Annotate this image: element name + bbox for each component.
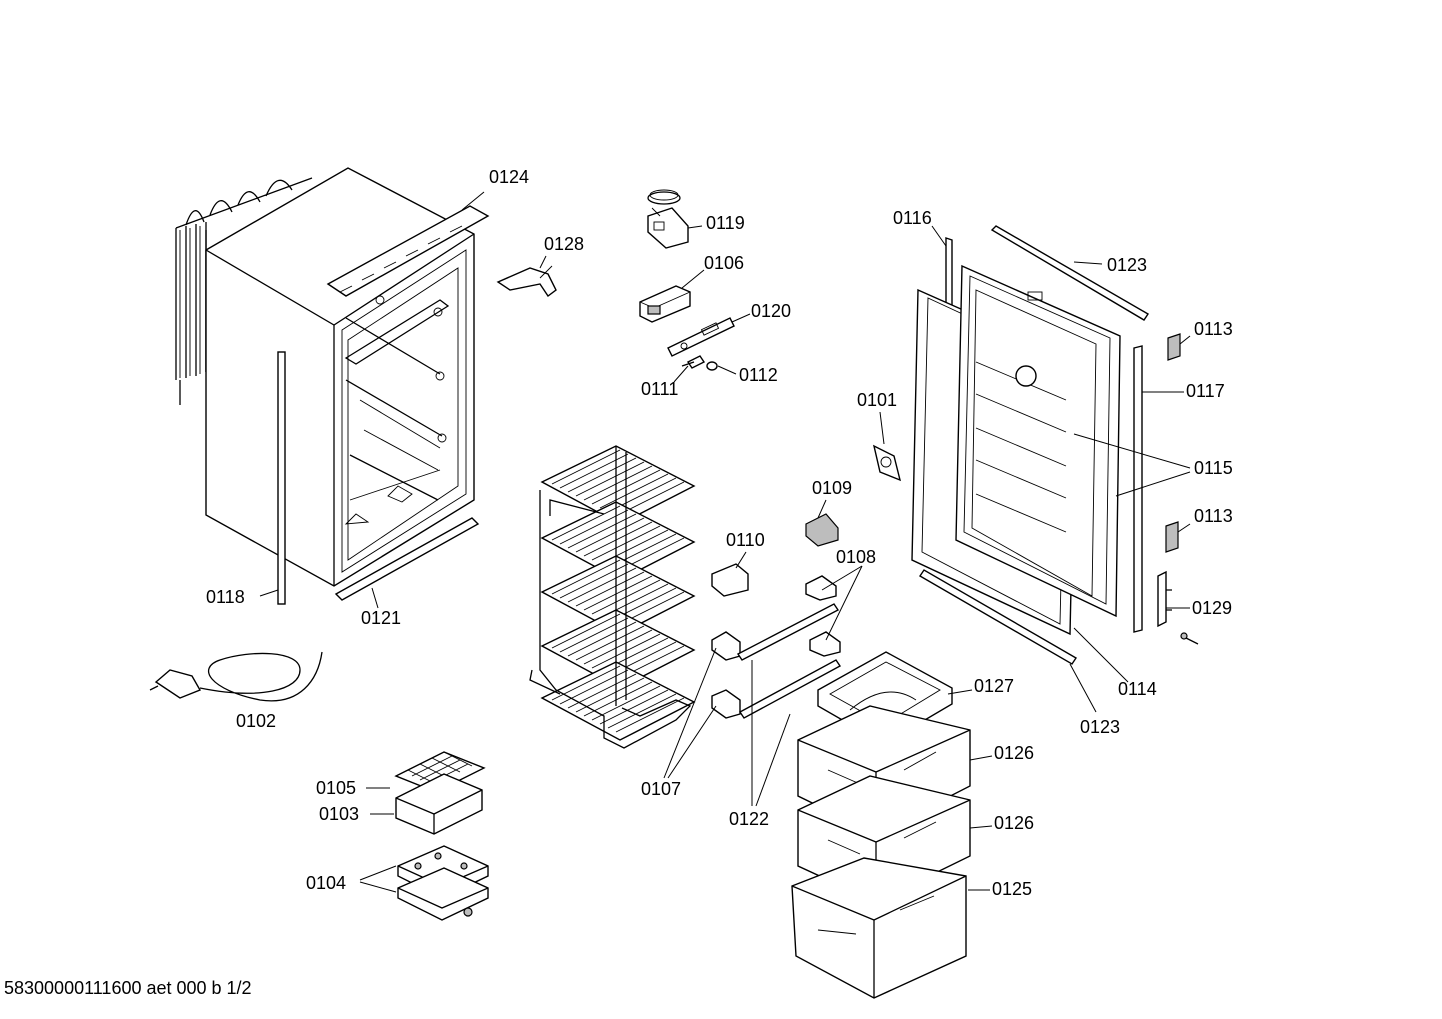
leader-lines — [259, 191, 1191, 893]
document-footer: 58300000111600 aet 000 b 1/2 — [4, 978, 252, 998]
label-0112: 0112 — [739, 365, 778, 385]
evaporator-shelves — [529, 445, 696, 749]
label-0105: 0105 — [316, 778, 356, 798]
door-assembly — [872, 225, 1199, 665]
label-0107: 0107 — [641, 779, 681, 799]
drawer-0125 — [791, 857, 967, 999]
condenser-coil — [175, 177, 313, 405]
label-0128: 0128 — [544, 234, 584, 254]
bracket-0128 — [496, 265, 557, 298]
label-0119: 0119 — [706, 213, 745, 233]
label-0125: 0125 — [992, 879, 1032, 899]
drawers — [791, 651, 971, 999]
label-0123-bottom: 0123 — [1080, 717, 1120, 737]
label-0108: 0108 — [836, 547, 876, 567]
label-0113-bottom: 0113 — [1194, 506, 1233, 526]
label-0102: 0102 — [236, 711, 276, 731]
cabinet-body — [175, 167, 490, 605]
label-0110: 0110 — [726, 530, 765, 550]
shelf-supports — [711, 513, 842, 719]
label-0115: 0115 — [1194, 458, 1233, 478]
label-0113-top: 0113 — [1194, 319, 1233, 339]
label-0129: 0129 — [1192, 598, 1232, 618]
label-0123-top: 0123 — [1107, 255, 1147, 275]
label-0116: 0116 — [893, 208, 932, 228]
label-0109: 0109 — [812, 478, 852, 498]
label-0118: 0118 — [206, 587, 245, 607]
label-0111: 0111 — [641, 379, 678, 399]
label-0120: 0120 — [751, 301, 791, 321]
label-0126-a: 0126 — [994, 743, 1034, 763]
label-0121: 0121 — [361, 608, 401, 628]
label-0103: 0103 — [319, 804, 359, 824]
thermostat-0119 — [647, 189, 689, 249]
label-0101: 0101 — [857, 390, 897, 410]
label-0104: 0104 — [306, 873, 346, 893]
label-0126-b: 0126 — [994, 813, 1034, 833]
label-0106: 0106 — [704, 253, 744, 273]
label-0127: 0127 — [974, 676, 1014, 696]
label-0122: 0122 — [729, 809, 769, 829]
label-0114: 0114 — [1118, 679, 1157, 699]
label-0124: 0124 — [489, 167, 529, 187]
power-cord — [149, 651, 323, 702]
cover-0106 — [639, 285, 691, 323]
ice-box-0103 — [395, 773, 483, 835]
knob-0111-0112 — [681, 355, 718, 371]
cold-packs-0104 — [397, 845, 489, 921]
panel-0120 — [667, 317, 735, 357]
label-0117: 0117 — [1186, 381, 1225, 401]
part-labels: 0124 0128 0119 0106 0120 0111 0112 0116 … — [206, 167, 1233, 899]
